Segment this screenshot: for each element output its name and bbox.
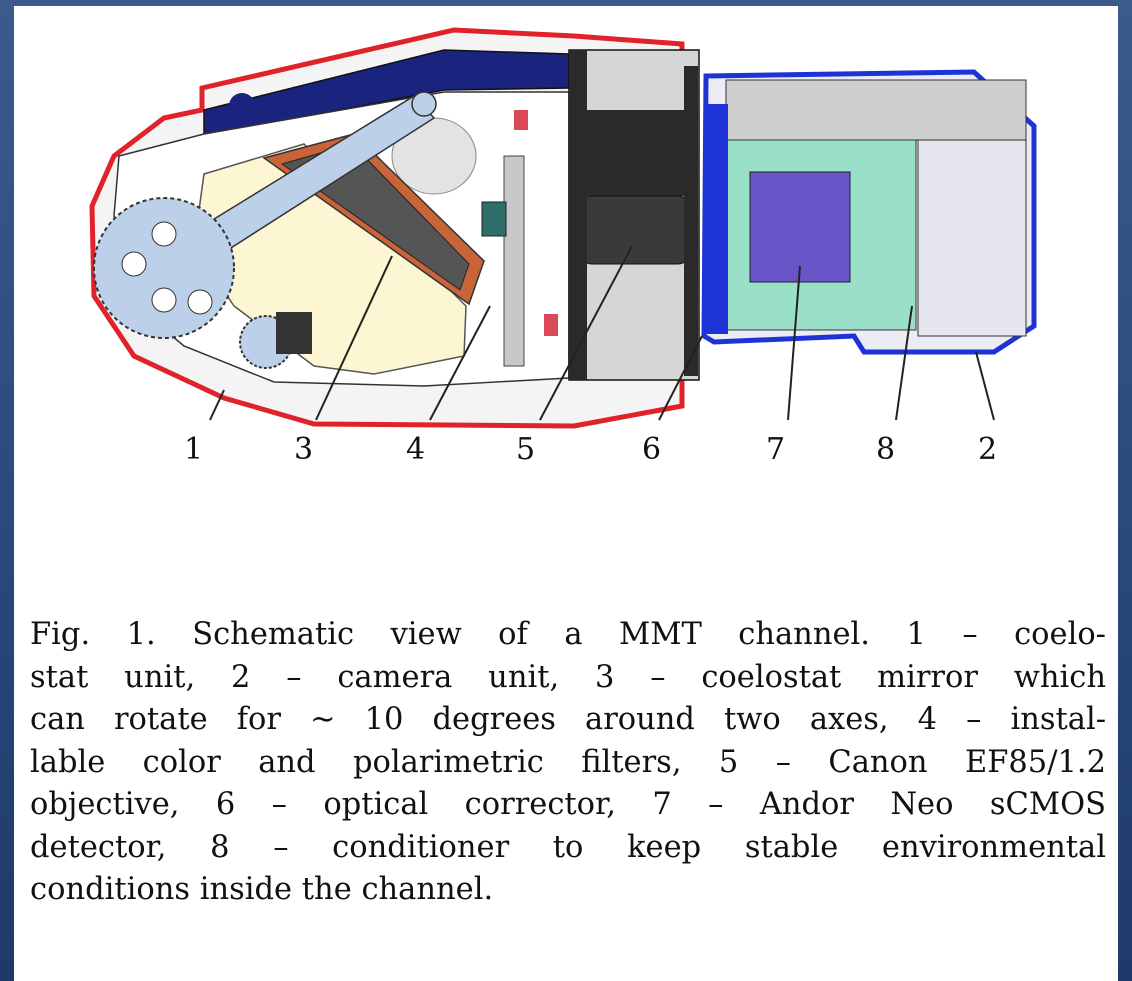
callout-5: 5	[516, 432, 536, 467]
caption-line: objective, 6 – optical corrector, 7 – An…	[30, 787, 1106, 822]
callout-8: 8	[876, 432, 896, 467]
gear-hole-4	[151, 221, 177, 247]
filter-green	[481, 201, 507, 237]
lens-mount	[569, 50, 587, 380]
corrector-plate	[684, 66, 698, 376]
callout-1: 1	[184, 432, 204, 467]
gear-hole-2	[151, 287, 177, 313]
filter-red-2	[544, 314, 558, 336]
arm-pivot	[411, 91, 437, 117]
gear-hole-1	[121, 251, 147, 277]
cover-knob	[229, 93, 255, 119]
caption-line: can rotate for ∼ 10 degrees around two a…	[30, 702, 1106, 737]
callout-6: 6	[642, 432, 662, 467]
large-gear	[93, 197, 235, 339]
callout-2: 2	[978, 432, 998, 467]
filter-holder	[503, 155, 525, 367]
gear-hole-3	[187, 289, 213, 315]
callout-4: 4	[406, 432, 426, 467]
motor-block	[276, 312, 312, 354]
filter-red-1	[514, 110, 528, 130]
figure-caption: Fig. 1. Schematic view of a MMT channel.…	[30, 614, 1106, 912]
callout-7: 7	[766, 432, 786, 467]
caption-line: lable color and polarimetric filters, 5 …	[30, 744, 1106, 780]
objective-lens	[579, 195, 691, 265]
leader-lines	[209, 245, 995, 421]
caption-line: detector, 8 – conditioner to keep stable…	[30, 829, 1106, 865]
caption-line: stat unit, 2 – camera unit, 3 – coelosta…	[30, 659, 1106, 695]
camera-top-box	[725, 79, 1027, 141]
caption-line: Fig. 1. Schematic view of a MMT channel.…	[30, 617, 1106, 652]
caption-line: conditions inside the channel.	[30, 872, 494, 907]
paper-page: 1 3 4 5 6 7 8 2 Fig. 1. Schematic view o…	[14, 6, 1118, 981]
lens-hood	[580, 110, 692, 196]
callout-3: 3	[294, 432, 314, 467]
mmt-channel-schematic	[89, 27, 1037, 429]
conditioner	[917, 139, 1027, 337]
detector	[749, 171, 851, 283]
camera-mount	[706, 104, 728, 334]
